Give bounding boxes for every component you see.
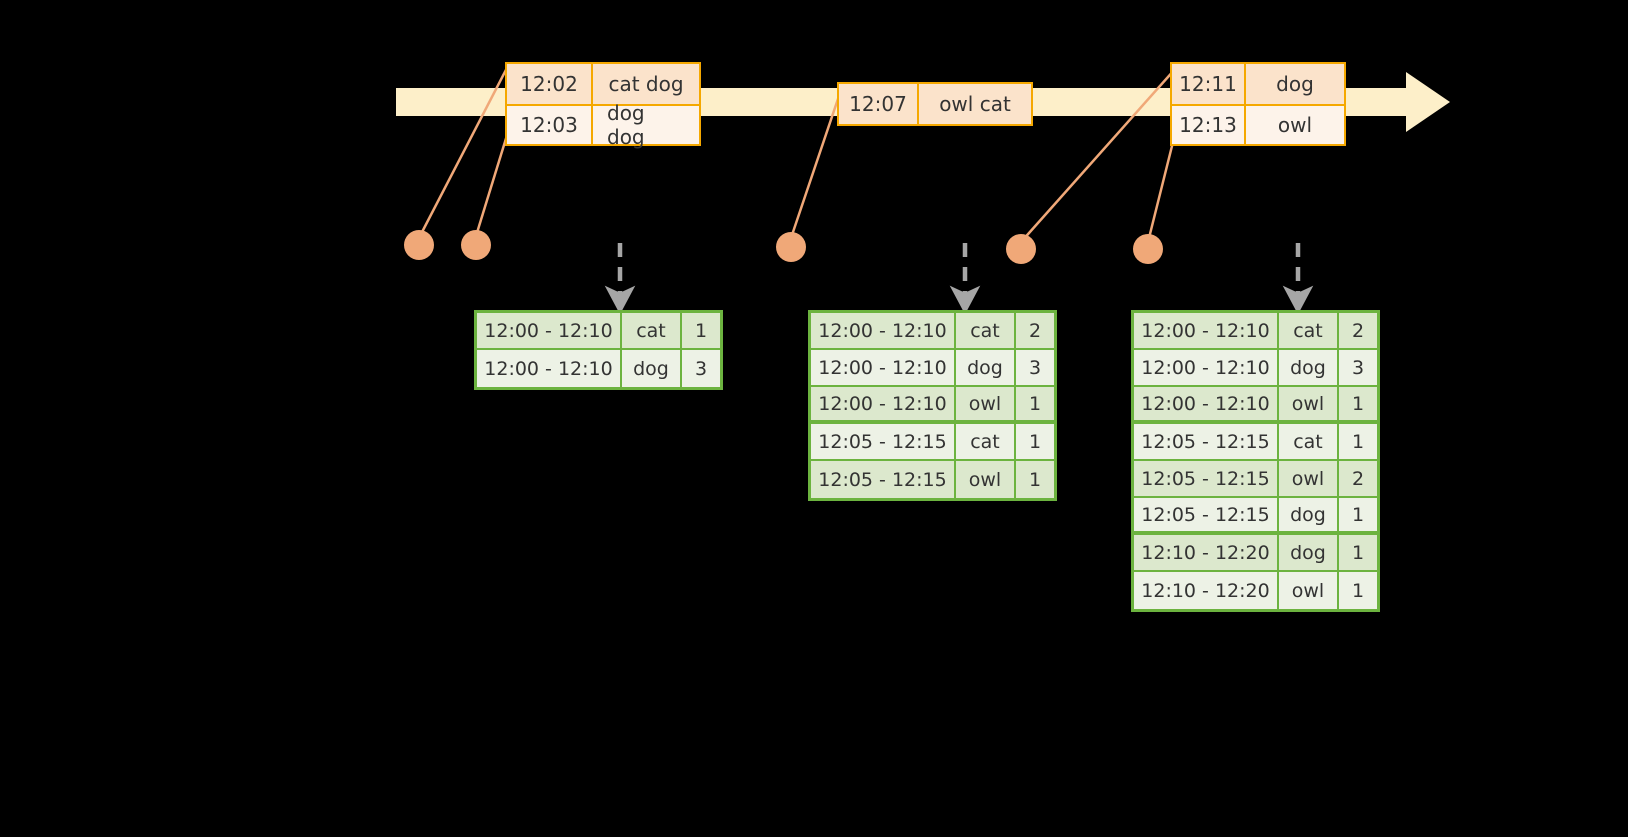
connector-line-4 <box>1020 67 1177 243</box>
event-row: 12:07 owl cat <box>839 84 1031 124</box>
count-cell: 1 <box>1028 430 1042 453</box>
window-cell: 12:05 - 12:15 <box>1134 424 1279 459</box>
word-cell: cat <box>1279 313 1339 348</box>
event-words: owl cat <box>939 92 1011 116</box>
window-cell: 12:00 - 12:10 <box>477 350 622 387</box>
count-cell: 3 <box>694 357 708 380</box>
event-row: 12:02 cat dog <box>507 64 699 104</box>
event-row: 12:11 dog <box>1172 64 1344 104</box>
processing-dot-2 <box>461 230 491 260</box>
processing-dot-3 <box>776 232 806 262</box>
processing-dot-1 <box>404 230 434 260</box>
count-cell: 3 <box>1028 356 1042 379</box>
event-box-3[interactable]: 12:11 dog 12:13 owl <box>1170 62 1346 146</box>
processing-dots <box>404 230 1163 264</box>
dashed-arrows <box>604 243 1314 315</box>
event-words: owl <box>1277 113 1313 137</box>
window-cell: 12:05 - 12:15 <box>1134 498 1279 531</box>
event-box-2[interactable]: 12:07 owl cat <box>837 82 1033 126</box>
window-cell: 12:00 - 12:10 <box>1134 313 1279 348</box>
window-cell: 12:00 - 12:10 <box>477 313 622 348</box>
window-cell: 12:00 - 12:10 <box>1134 387 1279 420</box>
word-cell: cat <box>622 313 682 348</box>
window-cell: 12:05 - 12:15 <box>811 461 956 498</box>
word-cell: cat <box>1279 424 1339 459</box>
event-words: dog <box>1276 72 1314 96</box>
word-cell: owl <box>1279 461 1339 496</box>
count-cell: 1 <box>694 319 708 342</box>
word-cell: dog <box>956 350 1016 385</box>
count-cell: 2 <box>1351 467 1365 490</box>
processing-dot-5 <box>1133 234 1163 264</box>
word-cell: owl <box>956 387 1016 420</box>
event-words: cat dog <box>608 72 684 96</box>
window-cell: 12:00 - 12:10 <box>811 313 956 348</box>
word-cell: dog <box>1279 535 1339 570</box>
count-cell: 1 <box>1351 503 1365 526</box>
word-cell: dog <box>622 350 682 387</box>
count-cell: 1 <box>1351 579 1365 602</box>
event-time: 12:07 <box>839 84 919 124</box>
window-cell: 12:05 - 12:15 <box>1134 461 1279 496</box>
window-cell: 12:00 - 12:10 <box>811 387 956 420</box>
count-cell: 1 <box>1351 541 1365 564</box>
count-cell: 2 <box>1351 319 1365 342</box>
event-time: 12:11 <box>1172 64 1246 104</box>
count-cell: 1 <box>1351 392 1365 415</box>
window-cell: 12:05 - 12:15 <box>811 424 956 459</box>
window-cell: 12:10 - 12:20 <box>1134 572 1279 609</box>
event-time: 12:02 <box>507 64 593 104</box>
window-cell: 12:00 - 12:10 <box>811 350 956 385</box>
connector-line-1 <box>418 65 510 237</box>
event-words: dog dog <box>607 101 645 149</box>
processing-dot-4 <box>1006 234 1036 264</box>
event-row: 12:13 owl <box>1172 104 1344 144</box>
event-time: 12:13 <box>1172 106 1246 144</box>
connector-line-5 <box>1146 129 1178 243</box>
count-cell: 1 <box>1028 392 1042 415</box>
word-cell: cat <box>956 424 1016 459</box>
word-cell: owl <box>1279 572 1339 609</box>
window-cell: 12:00 - 12:10 <box>1134 350 1279 385</box>
word-cell: dog <box>1279 498 1339 531</box>
event-box-1[interactable]: 12:02 cat dog 12:03 dog dog <box>505 62 701 149</box>
word-cell: owl <box>956 461 1016 498</box>
connector-line-2 <box>474 131 510 237</box>
word-cell: cat <box>956 313 1016 348</box>
count-cell: 1 <box>1351 430 1365 453</box>
event-row: 12:03 dog dog <box>507 101 699 149</box>
word-cell: dog <box>1279 350 1339 385</box>
event-time: 12:03 <box>507 106 593 144</box>
word-cell: owl <box>1279 387 1339 420</box>
connector-line-3 <box>789 89 843 239</box>
window-cell: 12:10 - 12:20 <box>1134 535 1279 570</box>
count-cell: 1 <box>1028 468 1042 491</box>
count-cell: 2 <box>1028 319 1042 342</box>
count-cell: 3 <box>1351 356 1365 379</box>
